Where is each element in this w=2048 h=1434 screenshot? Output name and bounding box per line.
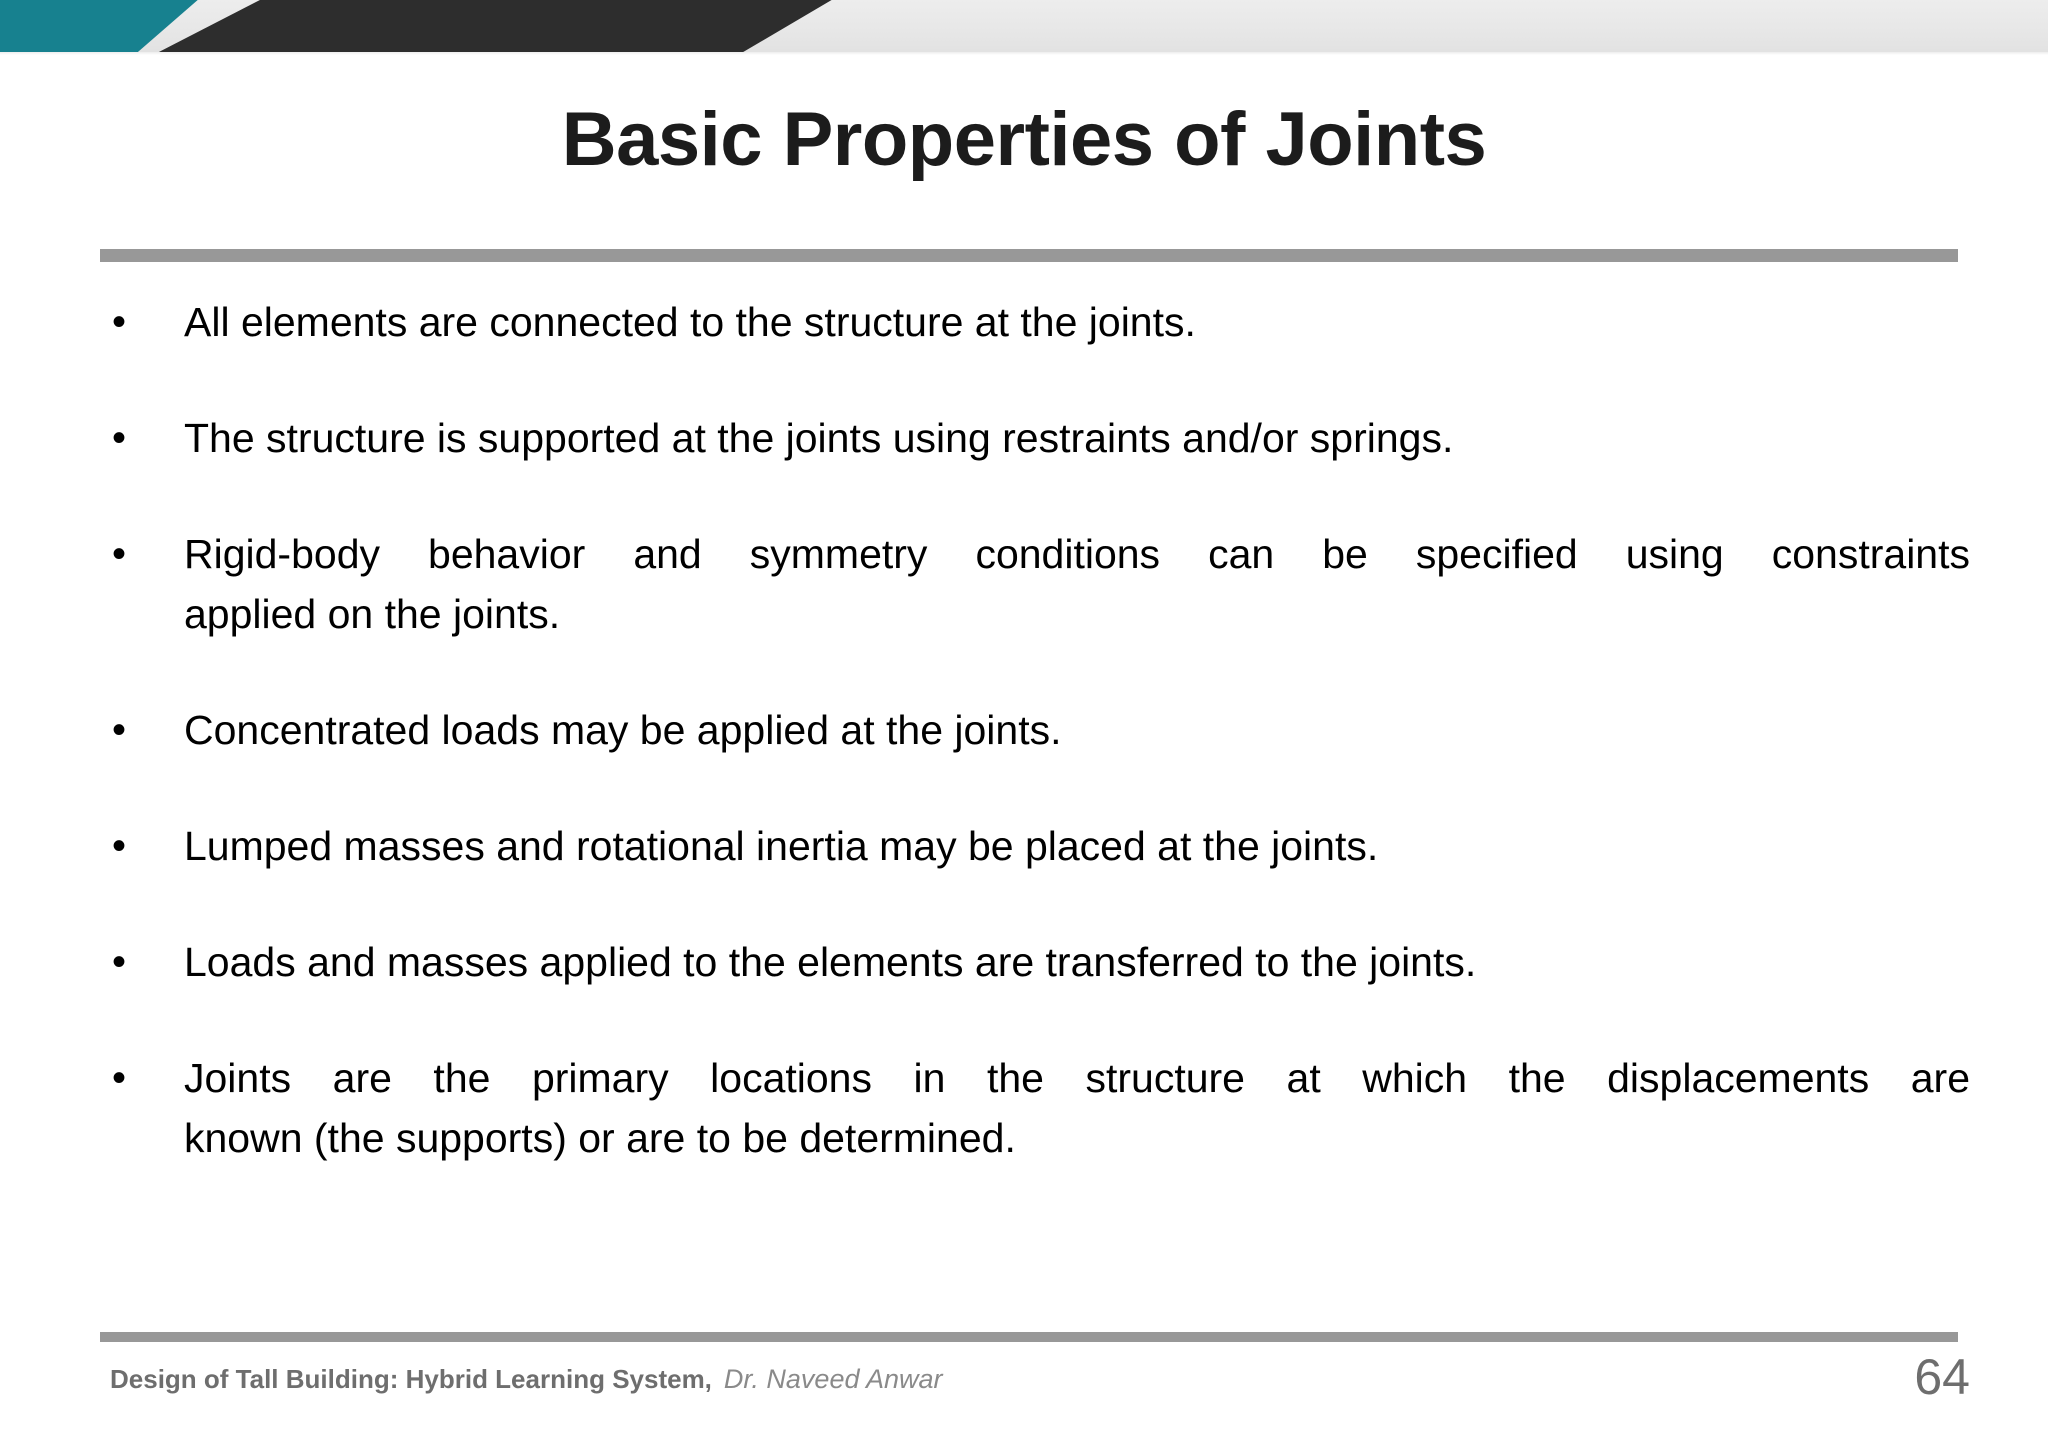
bullet-marker-icon: • [112,416,127,460]
list-item: • All elements are connected to the stru… [100,292,1970,352]
bullet-text-2: The structure is supported at the joints… [184,415,1454,461]
bullet-marker-icon: • [112,824,127,868]
list-item: • Concentrated loads may be applied at t… [100,700,1970,760]
bullet-marker-icon: • [112,940,127,984]
bullet-list: • All elements are connected to the stru… [100,292,1970,1168]
footer-course-title: Design of Tall Building: Hybrid Learning… [110,1364,712,1394]
bullet-text-5: Lumped masses and rotational inertia may… [184,823,1379,869]
dark-parallelogram-shape [155,0,835,52]
bullet-text-6: Loads and masses applied to the elements… [184,939,1477,985]
bullet-text-3: Rigid-body behavior and symmetry conditi… [184,524,1970,644]
footer-author-name: Dr. Naveed Anwar [723,1364,943,1394]
list-item: • Joints are the primary locations in th… [100,1048,1970,1168]
list-item: • Lumped masses and rotational inertia m… [100,816,1970,876]
bullet-text-7-line-1: Joints are the primary locations in the … [184,1055,1970,1101]
teal-parallelogram-shape [0,0,200,52]
bullet-text-7-line-2: known (the supports) or are to be determ… [184,1115,1016,1161]
page-number: 64 [1914,1349,1970,1405]
bullet-text-7: Joints are the primary locations in the … [184,1048,1970,1168]
list-item: • Loads and masses applied to the elemen… [100,932,1970,992]
footer: Design of Tall Building: Hybrid Learning… [110,1364,943,1395]
bullet-marker-icon: • [112,708,127,752]
bullet-text-4: Concentrated loads may be applied at the… [184,707,1062,753]
bullet-marker-icon: • [112,1056,127,1100]
header-decoration-band [0,0,2048,52]
bullet-marker-icon: • [112,300,127,344]
bullet-text-3-line-1: Rigid-body behavior and symmetry conditi… [184,531,1970,577]
list-item: • The structure is supported at the join… [100,408,1970,468]
bullet-text-1: All elements are connected to the struct… [184,299,1196,345]
header-band-shadow [0,52,2048,55]
list-item: • Rigid-body behavior and symmetry condi… [100,524,1970,644]
title-divider-rule [100,249,1958,262]
bullet-text-3-line-2: applied on the joints. [184,591,561,637]
footer-divider-rule [100,1332,1958,1342]
bullet-marker-icon: • [112,532,127,576]
page-title: Basic Properties of Joints [561,97,1487,182]
